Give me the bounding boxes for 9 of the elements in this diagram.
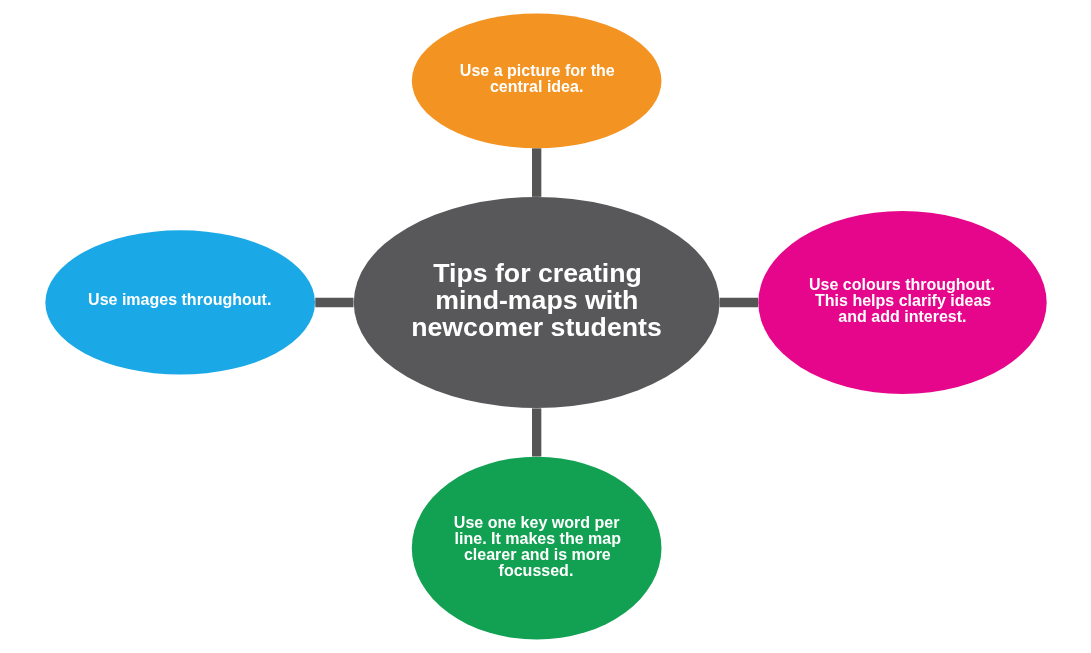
node-ellipse: Use images throughout. — [44, 230, 315, 375]
node-ellipse: Tips for creating mind-maps with newcomer students — [353, 197, 720, 408]
connector — [314, 297, 353, 308]
connector — [531, 148, 541, 197]
node-ellipse: Use colours throughout. This helps clarify ideas and add interest. — [757, 211, 1047, 394]
node-ellipse: Use a picture for the central idea. — [411, 13, 661, 149]
node-ellipse: Use one key word per line. It makes the map clearer and is more focussed. — [411, 456, 661, 640]
connector — [719, 297, 758, 308]
connector — [531, 408, 541, 457]
